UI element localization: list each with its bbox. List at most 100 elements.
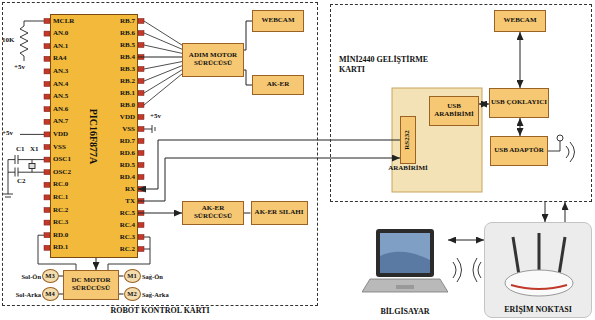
ground-symbol	[3, 194, 13, 195]
annotation-label: Sol-Ön	[0, 272, 41, 281]
ground-symbol	[155, 127, 156, 131]
connector	[479, 104, 489, 105]
motor-circle: M2	[124, 287, 141, 301]
node-text: WEBCAM	[503, 17, 536, 25]
pin-label: AN.1	[53, 42, 87, 51]
osc-wire	[8, 159, 15, 160]
pin-label: AN.7	[53, 117, 87, 126]
connector	[244, 70, 252, 85]
pin-label: RB.4	[101, 53, 135, 62]
connector	[138, 213, 182, 214]
router-antenna	[513, 237, 519, 275]
pin-stub	[138, 139, 144, 144]
router-stripe	[511, 285, 567, 289]
connector	[244, 21, 252, 50]
pin-label: AN.6	[53, 105, 87, 114]
annotation-label: 10K	[2, 36, 14, 45]
node-text: M1	[127, 272, 136, 279]
pin-label: VSS	[101, 125, 135, 134]
access-point: ERİŞİM NOKTASI	[484, 222, 592, 318]
node-text: M3	[45, 272, 54, 279]
router-antenna	[538, 233, 541, 273]
node-text: M2	[127, 290, 136, 297]
node-text: ARABİRİMİ	[388, 165, 428, 173]
bus-wire	[144, 33, 185, 51]
pin-stub	[138, 103, 144, 108]
capacitor-symbol	[18, 168, 19, 177]
connector	[138, 57, 182, 58]
pin-stub	[138, 235, 144, 240]
pin-label: RB.5	[101, 41, 135, 50]
pin-label: RD.0	[53, 231, 87, 240]
resistor-symbol	[20, 21, 44, 61]
module-box: WEBCAM	[252, 10, 304, 32]
node-text: BİLGİSAYAR	[362, 307, 448, 316]
connector	[520, 118, 521, 136]
pin-stub	[138, 223, 144, 228]
connector	[119, 294, 124, 295]
router-picture	[485, 223, 593, 303]
ground-wire	[8, 160, 9, 194]
pin-label: RC.2	[101, 245, 135, 254]
annotation-label: Sağ-Ön	[142, 272, 163, 281]
pin-stub	[138, 127, 144, 132]
osc-wire	[18, 172, 44, 173]
bus-wire	[144, 68, 185, 93]
module-box: USB ARABİRİMİ	[429, 96, 479, 126]
annotation-label: Sağ-Arka	[142, 290, 169, 299]
pin-stub	[138, 151, 144, 156]
module-box: AK-ER SÜRÜCÜSÜ	[182, 201, 244, 225]
annotation-label: +5v	[150, 112, 161, 121]
node-text: RS232	[404, 130, 412, 149]
pin-label: RC.3	[53, 218, 87, 227]
node-text: PIC16F877A	[89, 108, 100, 164]
module-box: DC MOTOR SÜRÜCÜSÜ	[63, 270, 119, 300]
antenna-symbol	[546, 141, 560, 151]
antenna-symbol	[557, 135, 563, 141]
connector	[138, 140, 400, 189]
pin-label: MCLR	[53, 17, 87, 26]
capacitor-symbol	[18, 155, 19, 164]
laptop-screen	[376, 229, 434, 277]
annotation-label: +5v	[2, 129, 13, 138]
pin-label: RC.5	[101, 209, 135, 218]
motor-wire	[144, 249, 150, 250]
pin-label: RA4	[53, 54, 87, 63]
laptop-display	[380, 252, 430, 273]
node-text: WEBCAM	[261, 17, 294, 25]
power-wire	[20, 134, 44, 135]
module-box: USB ADAPTÖR	[490, 136, 548, 166]
node-text: M4	[45, 290, 54, 297]
node-text: USB ARABİRİMİ	[430, 103, 478, 118]
node-text: ERİŞİM NOKTASI	[485, 305, 591, 314]
pin-stub	[138, 247, 144, 252]
wireless-wave	[570, 142, 575, 162]
wireless-wave	[453, 262, 456, 278]
interface-panel	[392, 88, 482, 192]
connector	[138, 158, 400, 201]
node-text: DC MOTOR SÜRÜCÜSÜ	[64, 277, 118, 292]
bus-wire	[144, 45, 185, 54]
pin-label: VDD	[101, 113, 135, 122]
annotation-label: X1	[30, 145, 39, 154]
router-body	[505, 270, 573, 296]
pin-label: RB.0	[101, 101, 135, 110]
module-box: ADIM MOTOR SÜRÜCÜSÜ	[182, 43, 244, 77]
annotation-label: +5v	[14, 63, 25, 72]
wireless-wave	[473, 258, 477, 282]
osc-wire	[18, 159, 44, 160]
pin-label: RC.0	[53, 180, 87, 189]
pin-label: RC.4	[101, 221, 135, 230]
crystal-symbol	[29, 164, 35, 169]
pin-label: AN.4	[53, 80, 87, 89]
node-text: AK-ER SILAHI	[255, 209, 304, 217]
module-box: AK-ER SILAHI	[251, 201, 308, 225]
pin-stub	[138, 115, 144, 120]
connector	[565, 202, 566, 222]
crystal-wire	[32, 169, 33, 173]
connector	[520, 32, 521, 88]
pin-stub	[138, 163, 144, 168]
